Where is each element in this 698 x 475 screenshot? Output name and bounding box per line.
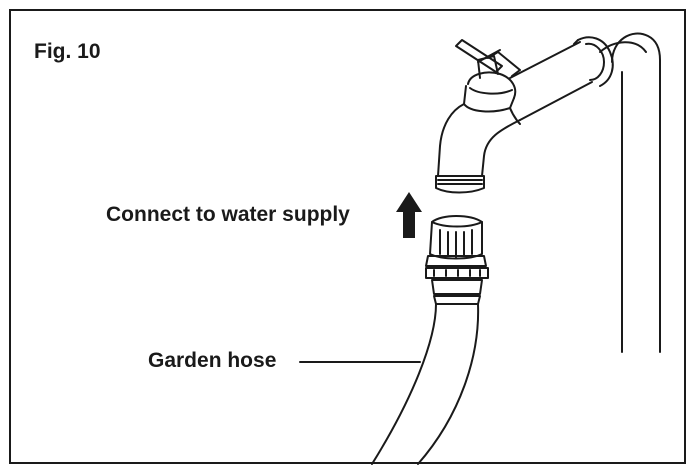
figure-label: Fig. 10 — [34, 40, 101, 63]
wall-pipe — [599, 32, 661, 353]
hose-label: Garden hose — [148, 349, 277, 372]
up-arrow-icon — [396, 192, 422, 238]
connect-label: Connect to water supply — [106, 203, 350, 226]
pipe-coupling — [573, 36, 614, 87]
garden-hose — [371, 303, 480, 465]
hose-ferrule — [425, 255, 489, 305]
hose-coupling — [429, 215, 483, 260]
faucet-spout — [437, 103, 521, 177]
valve-body — [463, 55, 517, 113]
faucet-handle — [455, 39, 521, 77]
spout-outlet — [435, 175, 485, 194]
faucet-arm — [509, 41, 593, 121]
figure-frame — [9, 9, 686, 464]
